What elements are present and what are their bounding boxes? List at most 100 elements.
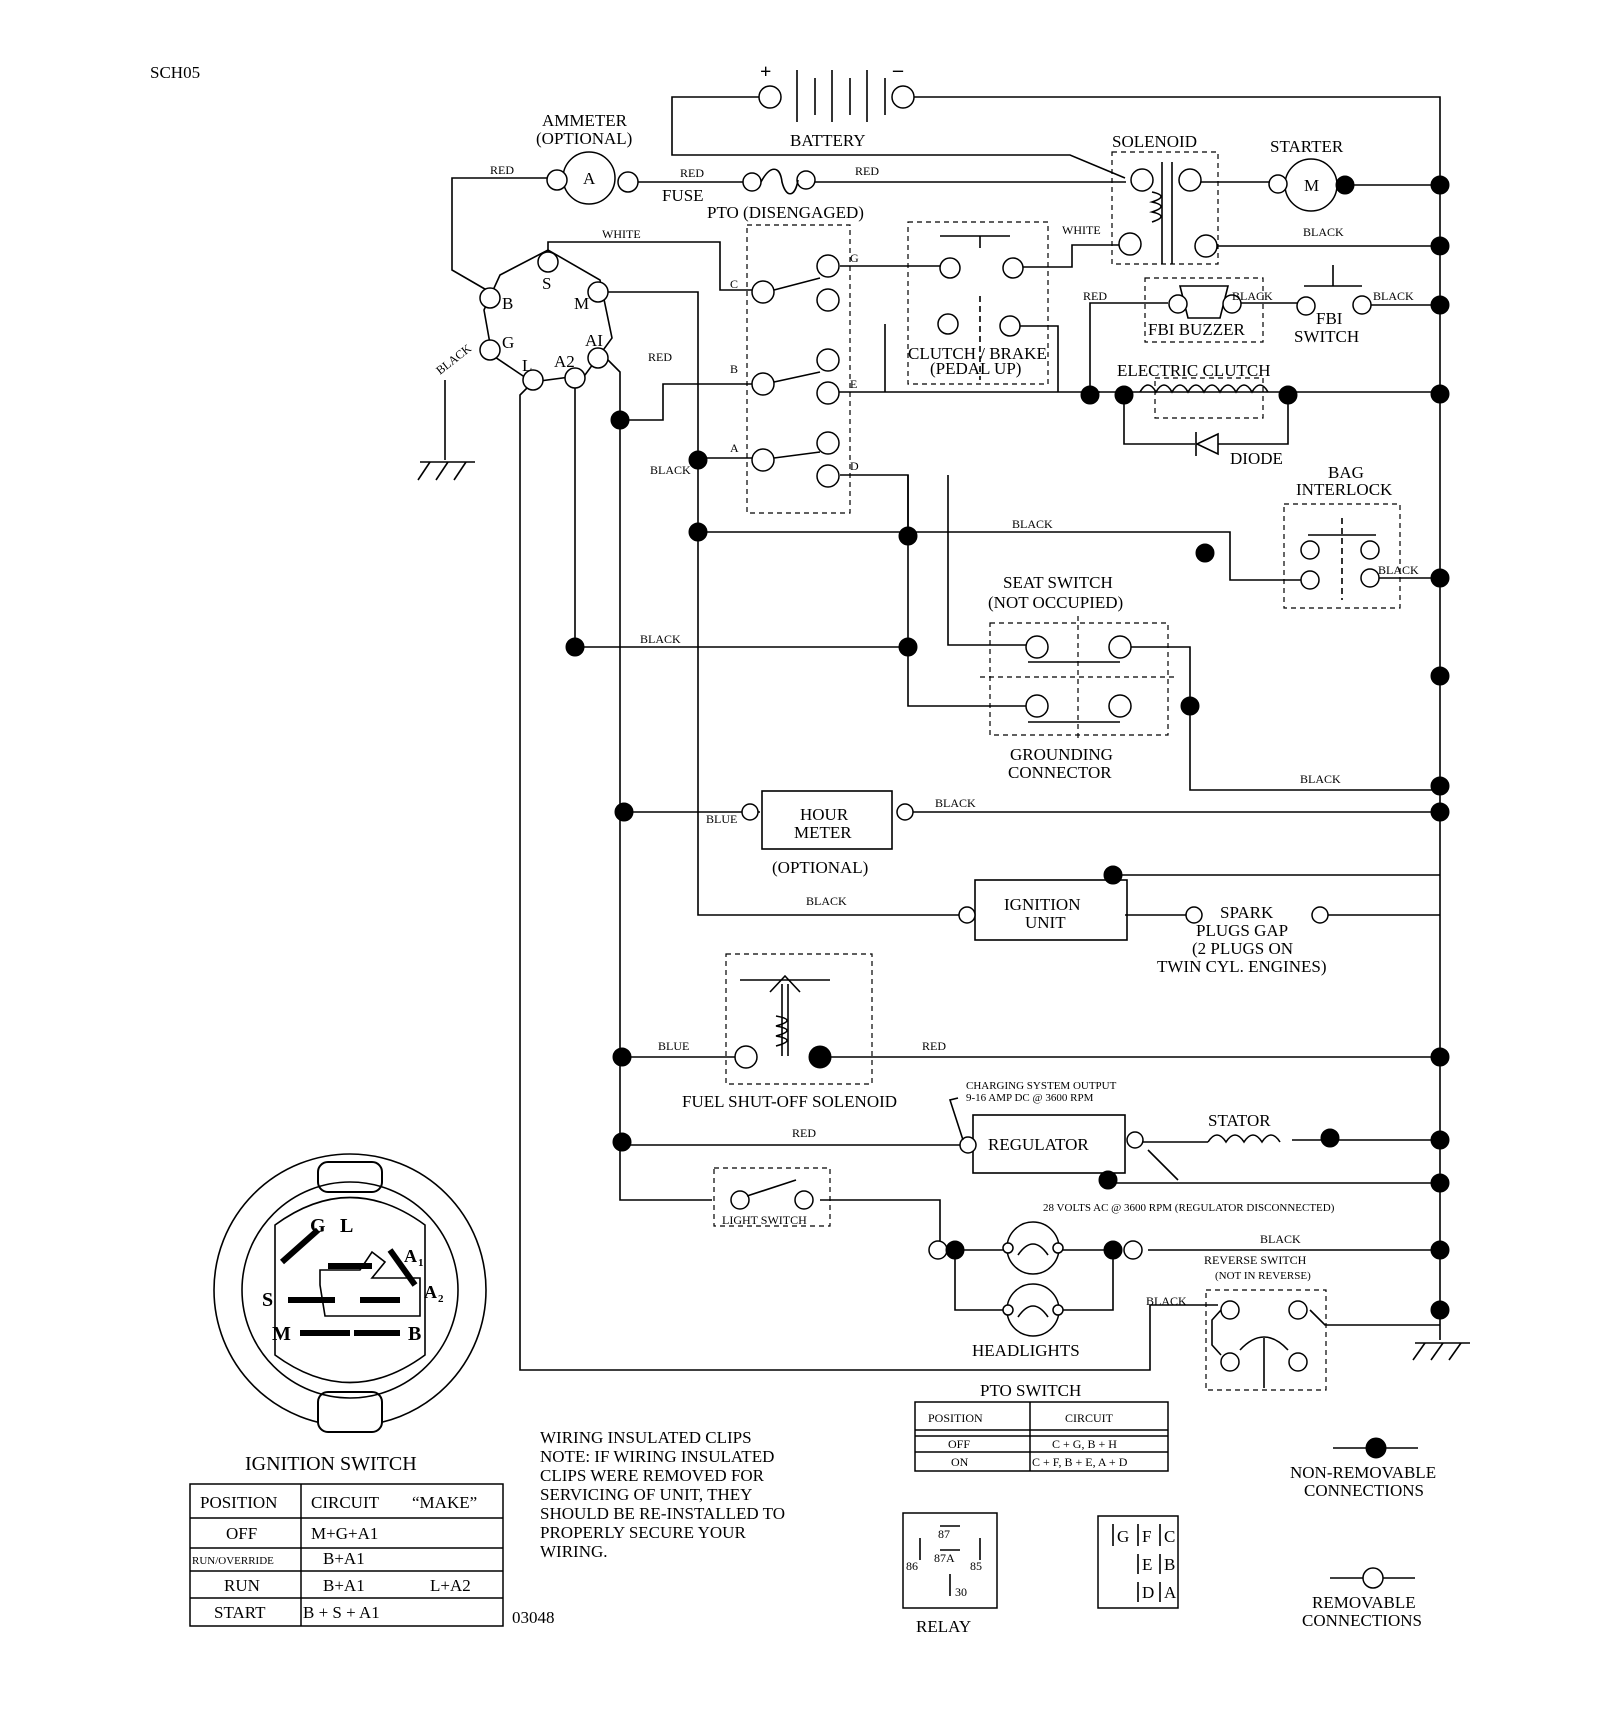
ign-th-circuit: CIRCUIT	[311, 1493, 380, 1512]
wire-blue-2: BLUE	[658, 1039, 689, 1053]
wire-white-1: WHITE	[602, 227, 641, 241]
ignition-table	[189, 1483, 504, 1627]
ign-th-position: POSITION	[200, 1493, 277, 1512]
wire-red-1: RED	[490, 163, 514, 177]
clutch-brake-label-1: CLUTCH / BRAKE	[908, 344, 1047, 363]
solenoid-label: SOLENOID	[1112, 132, 1197, 151]
reverse-switch-label-2: (NOT IN REVERSE)	[1215, 1270, 1311, 1282]
face-a1: A	[404, 1246, 417, 1266]
ign-term-l: L	[522, 356, 532, 375]
grounding-label-1: GROUNDING	[1010, 745, 1113, 764]
conn-b: B	[1164, 1555, 1175, 1574]
pto-term-g: G	[850, 251, 859, 265]
wire-black-8: BLACK	[1300, 772, 1341, 786]
spark-label-2: PLUGS GAP	[1196, 921, 1288, 940]
ign-term-s: S	[542, 274, 551, 293]
note-line-3: CLIPS WERE REMOVED FOR	[540, 1466, 765, 1485]
ign-row-2-pos: RUN/OVERRIDE	[192, 1555, 274, 1567]
note-line-6: PROPERLY SECURE YOUR	[540, 1523, 746, 1542]
labels: SCH05 + – BATTERY AMMETER (OPTIONAL) A F…	[150, 59, 1436, 1636]
fbi-switch-label-1: FBI	[1316, 309, 1343, 328]
fbi-buzzer-label: FBI BUZZER	[1148, 320, 1245, 339]
pto-row-1-pos: OFF	[948, 1437, 970, 1451]
grounding-label-2: CONNECTOR	[1008, 763, 1112, 782]
hour-meter-label-1: HOUR	[800, 805, 849, 824]
electric-clutch	[1139, 377, 1269, 419]
ign-row-3-circ: B+A1	[323, 1576, 365, 1595]
face-a2: A	[424, 1282, 437, 1302]
note-line-2: NOTE: IF WIRING INSULATED	[540, 1447, 774, 1466]
ign-th-make: “MAKE”	[412, 1493, 477, 1512]
pto-label: PTO (DISENGAGED)	[707, 203, 864, 222]
note-line-4: SERVICING OF UNIT, THEY	[540, 1485, 752, 1504]
pto-th-position: POSITION	[928, 1411, 983, 1425]
ign-row-3-make: L+A2	[430, 1576, 471, 1595]
ignition-switch-schematic	[479, 249, 613, 391]
reverse-switch	[1205, 1289, 1327, 1391]
wire-black-12: BLACK	[1146, 1294, 1187, 1308]
relay-pin-85: 85	[970, 1559, 982, 1573]
face-a1-sub: 1	[418, 1257, 424, 1269]
ign-term-a2: A2	[554, 352, 575, 371]
stator	[1207, 1134, 1281, 1144]
wire-black-9: BLACK	[935, 796, 976, 810]
note-line-5: SHOULD BE RE-INSTALLED TO	[540, 1504, 785, 1523]
ign-term-g: G	[502, 333, 514, 352]
pto-row-1-circ: C + G, B + H	[1052, 1437, 1117, 1451]
legend-removable-2: CONNECTIONS	[1302, 1611, 1422, 1630]
ign-row-4-pos: START	[214, 1603, 266, 1622]
wire-red-4: RED	[1083, 289, 1107, 303]
ign-term-b: B	[502, 294, 513, 313]
headlights-label: HEADLIGHTS	[972, 1341, 1080, 1360]
wire-red-6: RED	[922, 1039, 946, 1053]
seat-switch-label-1: SEAT SWITCH	[1003, 573, 1113, 592]
legend-nonremovable-1: NON-REMOVABLE	[1290, 1463, 1436, 1482]
wire-black-2: BLACK	[1232, 289, 1273, 303]
bag-interlock-label-1: BAG	[1328, 463, 1364, 482]
note-line-7: WIRING.	[540, 1542, 608, 1561]
fuse-label: FUSE	[662, 186, 704, 205]
wire-black-4: BLACK	[650, 463, 691, 477]
pto-table-title: PTO SWITCH	[980, 1381, 1081, 1400]
doc-number: 03048	[512, 1608, 555, 1627]
ignition-switch-face	[213, 1153, 487, 1433]
wire-black-ground: BLACK	[433, 341, 474, 377]
face-s: S	[262, 1289, 273, 1311]
pto-table	[914, 1401, 1169, 1472]
relay-label: RELAY	[916, 1617, 971, 1636]
ammeter	[546, 151, 639, 205]
reverse-switch-label-1: REVERSE SWITCH	[1204, 1253, 1307, 1267]
wire-red-2: RED	[680, 166, 704, 180]
seat-switch-label-2: (NOT OCCUPIED)	[988, 593, 1123, 612]
wire-white-2: WHITE	[1062, 223, 1101, 237]
ground-symbols	[417, 461, 1470, 1361]
bag-interlock-label-2: INTERLOCK	[1296, 480, 1393, 499]
starter-label: STARTER	[1270, 137, 1344, 156]
light-switch	[713, 1167, 831, 1227]
wire-red-7: RED	[792, 1126, 816, 1140]
face-m: M	[272, 1323, 291, 1345]
fuel-shutoff-solenoid	[725, 953, 873, 1085]
charging-output-1: CHARGING SYSTEM OUTPUT	[966, 1080, 1117, 1092]
pto-term-d: D	[850, 459, 859, 473]
conn-d: D	[1142, 1583, 1154, 1602]
note-line-1: WIRING INSULATED CLIPS	[540, 1428, 752, 1447]
conn-f: F	[1142, 1527, 1151, 1546]
bag-interlock	[1283, 503, 1401, 609]
face-l: L	[340, 1215, 353, 1237]
pto-th-circuit: CIRCUIT	[1065, 1411, 1114, 1425]
face-g: G	[310, 1215, 326, 1237]
conn-g: G	[1117, 1527, 1129, 1546]
legend-nonremovable-2: CONNECTIONS	[1304, 1481, 1424, 1500]
diode-label: DIODE	[1230, 449, 1283, 468]
ign-row-3-pos: RUN	[224, 1576, 260, 1595]
fbi-buzzer	[1144, 277, 1264, 343]
seat-switch	[980, 616, 1178, 742]
battery-minus: –	[892, 59, 904, 81]
regulator	[948, 1097, 1179, 1181]
pto-row-2-pos: ON	[951, 1455, 969, 1469]
wire-blue-1: BLUE	[706, 812, 737, 826]
ammeter-label-2: (OPTIONAL)	[536, 129, 632, 148]
legend-removable-1: REMOVABLE	[1312, 1593, 1416, 1612]
regulator-label: REGULATOR	[988, 1135, 1089, 1154]
